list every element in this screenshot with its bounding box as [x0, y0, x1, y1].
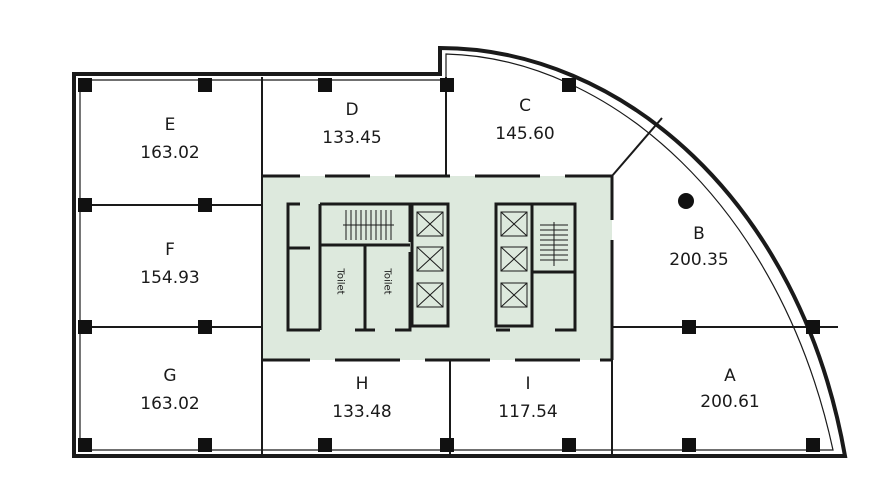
- partitions: [80, 77, 838, 455]
- unit-b-area: 200.35: [669, 250, 729, 270]
- columns: [78, 78, 820, 452]
- stair-right: [540, 222, 568, 266]
- unit-e-area: 163.02: [140, 143, 200, 163]
- unit-a-area: 200.61: [700, 392, 760, 412]
- unit-h-area: 133.48: [332, 402, 392, 422]
- unit-h-letter: H: [355, 374, 369, 394]
- toilet-label-left: Toilet: [334, 268, 346, 295]
- round-column: [678, 193, 694, 209]
- toilet-label-right: Toilet: [381, 268, 393, 295]
- unit-g-area: 163.02: [140, 394, 200, 414]
- core-inner-walls: [286, 202, 577, 332]
- unit-c-area: 145.60: [495, 124, 555, 144]
- unit-e-letter: E: [164, 115, 176, 135]
- unit-c-letter: C: [519, 96, 531, 116]
- elevators: [416, 211, 528, 308]
- unit-g-letter: G: [163, 366, 177, 386]
- unit-d-letter: D: [345, 100, 359, 120]
- unit-f-letter: F: [165, 240, 175, 260]
- stair-left: [343, 210, 394, 240]
- core-walls: [262, 174, 614, 362]
- unit-a-letter: A: [724, 366, 736, 386]
- unit-i-letter: I: [525, 374, 531, 394]
- unit-d-area: 133.45: [322, 128, 382, 148]
- outer-wall-inner: [79, 53, 834, 451]
- unit-b-letter: B: [693, 224, 705, 244]
- unit-i-area: 117.54: [498, 402, 558, 422]
- unit-f-area: 154.93: [140, 268, 200, 288]
- outer-wall: [72, 45, 848, 458]
